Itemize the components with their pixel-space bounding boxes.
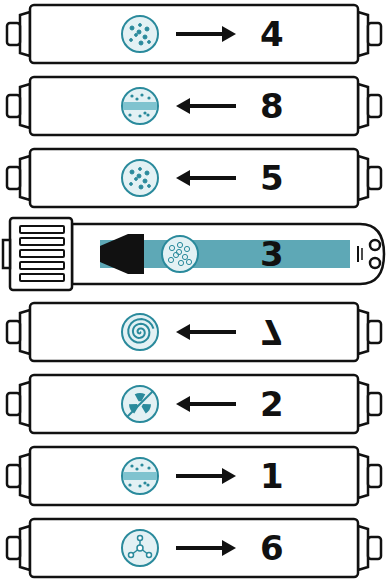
stage-number: 3 (260, 237, 284, 271)
lamp-outline (0, 216, 388, 292)
cartridge-outline (0, 300, 388, 364)
stage-number: 8 (260, 89, 284, 123)
stage-number: 4 (260, 17, 284, 51)
cartridge-outline (0, 444, 388, 508)
stage-number: 2 (260, 387, 284, 421)
cartridge-outline (0, 74, 388, 138)
cartridge-outline (0, 516, 388, 580)
stage-number: 1 (260, 459, 284, 493)
stage-number: 7 (260, 315, 284, 349)
filter-cartridge: 8 (0, 74, 388, 138)
stage-number: 5 (260, 161, 284, 195)
filter-cartridge: 1 (0, 444, 388, 508)
filter-cartridge: 7 (0, 300, 388, 364)
cartridge-outline (0, 372, 388, 436)
filter-cartridge: 2 (0, 372, 388, 436)
filter-cartridge: 4 (0, 2, 388, 66)
filter-cartridge: 5 (0, 146, 388, 210)
filter-cartridge: 6 (0, 516, 388, 580)
cartridge-outline (0, 2, 388, 66)
stage-number: 6 (260, 531, 284, 565)
cartridge-outline (0, 146, 388, 210)
uv-lamp-cartridge: 3 (0, 216, 388, 292)
